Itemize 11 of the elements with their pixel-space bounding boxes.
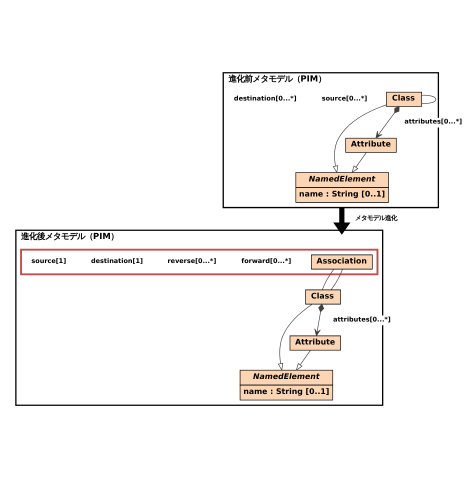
arrow xyxy=(278,303,313,371)
connector xyxy=(421,94,436,104)
connector xyxy=(330,268,343,290)
arrow xyxy=(352,152,367,173)
arrow xyxy=(376,106,400,138)
arrow xyxy=(296,349,311,370)
arrow xyxy=(332,104,387,173)
arrow xyxy=(333,207,350,234)
cluster xyxy=(20,248,378,275)
connector xyxy=(322,268,334,290)
arrow xyxy=(314,303,324,336)
